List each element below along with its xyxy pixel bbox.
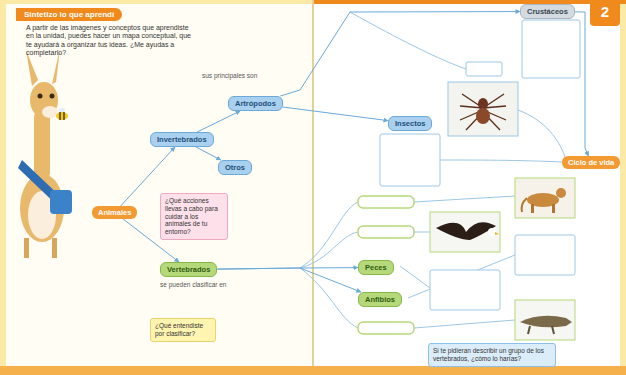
map-connector xyxy=(283,107,388,121)
puma-photo xyxy=(515,178,575,218)
llama-illustration xyxy=(18,48,72,258)
map-connector xyxy=(575,12,589,156)
node-text: Ciclo de vida xyxy=(568,158,614,167)
unit-number: 2 xyxy=(590,3,620,21)
spider-photo xyxy=(448,82,518,136)
bee-icon xyxy=(56,108,68,120)
node-text: Artrópodos xyxy=(235,99,276,108)
map-connector xyxy=(196,147,221,160)
group-box: Peces xyxy=(358,260,394,275)
node-text: Si te pidieran describir un grupo de los… xyxy=(433,347,551,363)
node-text: Crustáceos xyxy=(527,7,568,16)
group-box: Artrópodos xyxy=(228,96,283,111)
root-concept: Animales xyxy=(92,206,137,219)
connector-phrase: sus principales son xyxy=(202,72,292,80)
map-connector xyxy=(197,111,240,132)
question-note: Si te pidieran describir un grupo de los… xyxy=(428,343,556,367)
left-page xyxy=(6,4,312,366)
concept-box: Ciclo de vida xyxy=(562,156,620,169)
eagle-photo xyxy=(430,212,500,252)
answer-label: Insectos xyxy=(388,116,432,131)
question-note: ¿Qué acciones llevas a cabo para cuidar … xyxy=(160,193,228,240)
node-text: Animales xyxy=(98,208,131,217)
node-text: Vertebrados xyxy=(167,265,210,274)
group-box: Invertebrados xyxy=(150,132,214,147)
node-text: Peces xyxy=(365,263,387,272)
group-box: Otros xyxy=(218,160,252,175)
node-text: Otros xyxy=(225,163,245,172)
node-text: Insectos xyxy=(395,119,425,128)
empty-group-pills xyxy=(358,196,414,334)
answer-boxes xyxy=(380,20,580,310)
node-text: Invertebrados xyxy=(157,135,207,144)
question-note: ¿Qué entendiste por clasificar? xyxy=(150,318,216,342)
page-fold xyxy=(313,0,314,375)
node-text: ¿Qué acciones llevas a cabo para cuidar … xyxy=(165,197,223,236)
right-page xyxy=(314,4,620,366)
node-text: Anfibios xyxy=(365,295,395,304)
top-bar xyxy=(314,0,626,4)
crocodile-photo xyxy=(515,300,575,340)
answer-label: Crustáceos xyxy=(520,4,575,19)
unit-tab xyxy=(590,0,620,26)
footer-bar xyxy=(0,366,626,375)
map-connector xyxy=(217,268,361,292)
section-title: Sintetizo lo que aprendí xyxy=(16,8,122,21)
node-text: ¿Qué entendiste por clasificar? xyxy=(155,322,211,338)
group-box: Vertebrados xyxy=(160,262,217,277)
intro-text: A partir de las imágenes y conceptos que… xyxy=(26,24,196,58)
map-connector xyxy=(280,12,520,96)
connector-phrase: se pueden clasificar en xyxy=(160,281,240,289)
group-box: Anfibios xyxy=(358,292,402,307)
